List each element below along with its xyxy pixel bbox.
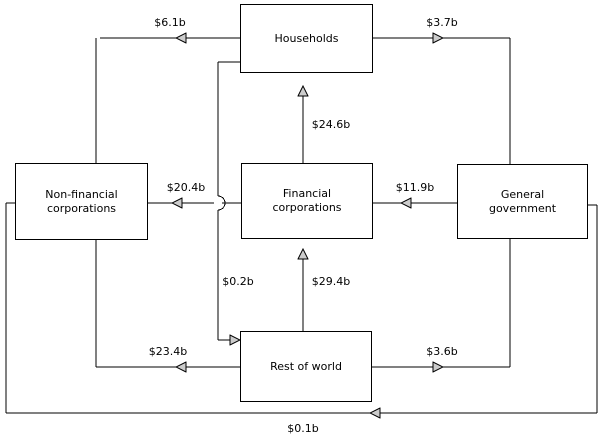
node-rest-of-world-label: Rest of world xyxy=(270,359,342,373)
flow-line-row-to-nfc xyxy=(95,240,240,367)
flow-label-hh-to-nfc: $6.1b xyxy=(152,16,188,29)
flow-label-row-to-fc: $29.4b xyxy=(309,275,353,288)
flow-line-hh-to-gg xyxy=(373,38,511,164)
node-general-government-label: General government xyxy=(488,187,557,215)
node-financial-corporations[interactable]: Financial corporations xyxy=(241,163,373,239)
flow-label-row-to-gg: $3.6b xyxy=(424,345,460,358)
flow-label-gg-to-fc: $11.9b xyxy=(393,181,437,194)
flow-label-fc-to-hh: $24.6b xyxy=(309,118,353,131)
flow-label-fc-to-nfc: $20.4b xyxy=(164,181,208,194)
node-non-financial-corporations[interactable]: Non-financial corporations xyxy=(15,163,148,240)
flow-line-gg-to-nfc xyxy=(5,202,598,413)
node-households[interactable]: Households xyxy=(240,4,373,73)
node-financial-corporations-label: Financial corporations xyxy=(272,187,342,214)
flow-label-hh-to-row: $0.2b xyxy=(220,275,256,288)
node-households-label: Households xyxy=(274,31,339,45)
node-rest-of-world[interactable]: Rest of world xyxy=(240,331,372,402)
flow-label-row-to-nfc: $23.4b xyxy=(146,345,190,358)
node-non-financial-corporations-label: Non-financial corporations xyxy=(45,187,118,215)
flow-line-row-to-gg xyxy=(372,239,511,367)
flow-line-hh-to-row xyxy=(217,61,240,340)
flow-label-hh-to-gg: $3.7b xyxy=(424,16,460,29)
node-general-government[interactable]: General government xyxy=(457,164,588,239)
flow-label-gg-to-nfc: $0.1b xyxy=(285,422,321,435)
flow-line-hh-to-nfc xyxy=(95,38,240,163)
